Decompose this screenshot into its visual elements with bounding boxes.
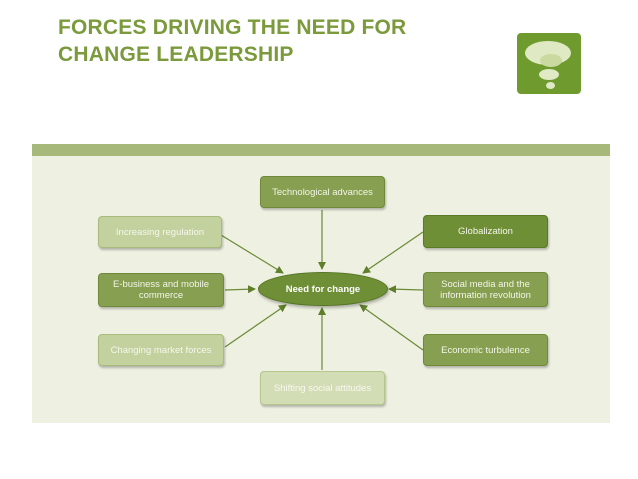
force-increasing-regulation: Increasing regulation bbox=[98, 216, 222, 248]
force-changing-market-forces: Changing market forces bbox=[98, 334, 224, 366]
speech-bubbles-icon bbox=[517, 33, 581, 94]
arrow-ebusiness bbox=[224, 285, 256, 294]
force-shifting-social-attitudes: Shifting social attitudes bbox=[260, 371, 385, 405]
force-social-media-information-revolution: Social media and the information revolut… bbox=[423, 272, 548, 307]
force-economic-turbulence: Economic turbulence bbox=[423, 334, 548, 366]
center-need-for-change: Need for change bbox=[258, 272, 388, 306]
force-ebusiness-mobile-commerce: E-business and mobile commerce bbox=[98, 273, 224, 307]
force-globalization: Globalization bbox=[423, 215, 548, 248]
bubble-tiny bbox=[546, 82, 555, 89]
bubble-medium bbox=[540, 54, 562, 67]
bubble-small bbox=[539, 69, 559, 80]
arrow-market bbox=[224, 304, 287, 348]
arrow-social-media bbox=[388, 285, 424, 294]
slide-title: FORCES DRIVING THE NEED FOR CHANGE LEADE… bbox=[58, 16, 407, 66]
arrow-globalization bbox=[362, 231, 424, 274]
force-technological-advances: Technological advances bbox=[260, 176, 385, 208]
diagram-top-bar bbox=[32, 144, 610, 156]
arrow-economic bbox=[359, 304, 424, 351]
arrow-regulation bbox=[220, 234, 284, 274]
